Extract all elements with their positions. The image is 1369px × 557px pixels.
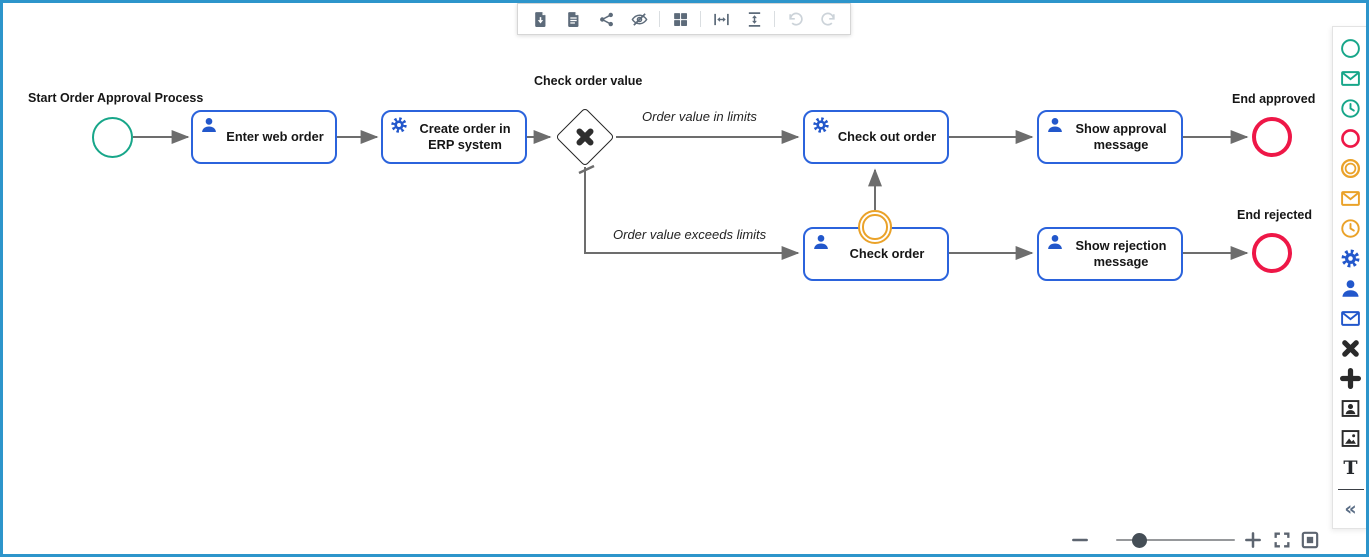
zoom-controls: [1070, 530, 1320, 550]
user-icon: [812, 233, 830, 251]
palette-timer-intermediate-event[interactable]: [1340, 217, 1362, 239]
end-event-rejected[interactable]: [1252, 233, 1292, 273]
flow-label-in-limits[interactable]: Order value in limits: [642, 109, 757, 124]
task-label: Check order: [849, 246, 925, 261]
palette-start-event[interactable]: [1340, 37, 1362, 59]
toolbar-separator: [659, 11, 660, 27]
default-flow-marker: [578, 164, 595, 175]
letter-t-icon: T: [1343, 456, 1358, 479]
gear-icon: [812, 116, 830, 134]
share-icon[interactable]: [593, 7, 619, 31]
fit-height-icon[interactable]: [741, 7, 767, 31]
zoom-out-button[interactable]: [1070, 530, 1090, 550]
zoom-in-button[interactable]: [1243, 530, 1263, 550]
redo-icon[interactable]: [815, 7, 841, 31]
palette-parallel-gateway[interactable]: [1340, 367, 1362, 389]
palette-message-intermediate-event[interactable]: [1340, 187, 1362, 209]
palette-end-event[interactable]: [1340, 127, 1362, 149]
task-label: Check out order: [837, 129, 937, 144]
task-create-order-erp[interactable]: Create order in ERP system: [381, 110, 527, 164]
flow-label-exceeds-limits[interactable]: Order value exceeds limits: [613, 227, 767, 242]
fullscreen-button[interactable]: [1272, 530, 1292, 550]
gateway-x-icon: [574, 126, 596, 148]
start-event[interactable]: [92, 117, 133, 158]
gateway-label[interactable]: Check order value: [534, 74, 643, 88]
boundary-intermediate-event[interactable]: [858, 210, 892, 244]
file-download-icon[interactable]: [527, 7, 553, 31]
chevron-double-left-icon: «: [1344, 497, 1357, 520]
top-toolbar: [517, 3, 851, 35]
grid-icon[interactable]: [667, 7, 693, 31]
palette-service-task[interactable]: [1340, 247, 1362, 269]
task-show-approval-message[interactable]: Show approval message: [1037, 110, 1183, 164]
task-enter-web-order[interactable]: Enter web order: [191, 110, 337, 164]
palette-message-start-event[interactable]: [1340, 67, 1362, 89]
palette-user-image[interactable]: [1340, 397, 1362, 419]
task-label: Show approval message: [1075, 121, 1167, 152]
palette-image[interactable]: [1340, 427, 1362, 449]
fit-to-screen-button[interactable]: [1300, 530, 1320, 550]
zoom-slider[interactable]: [1116, 532, 1235, 548]
end-rejected-label[interactable]: End rejected: [1237, 208, 1313, 222]
element-palette: T «: [1332, 26, 1368, 529]
eye-off-icon[interactable]: [626, 7, 652, 31]
palette-user-task[interactable]: [1340, 277, 1362, 299]
toolbar-separator: [700, 11, 701, 27]
palette-text-annotation[interactable]: T: [1340, 457, 1362, 479]
start-event-label[interactable]: Start Order Approval Process: [28, 91, 204, 105]
palette-intermediate-event[interactable]: [1340, 157, 1362, 179]
toolbar-separator: [774, 11, 775, 27]
task-check-out-order[interactable]: Check out order: [803, 110, 949, 164]
palette-timer-start-event[interactable]: [1340, 97, 1362, 119]
flow-exceeds-limits[interactable]: [584, 167, 800, 260]
task-label: Enter web order: [226, 129, 324, 144]
task-show-rejection-message[interactable]: Show rejection message: [1037, 227, 1183, 281]
fit-width-icon[interactable]: [708, 7, 734, 31]
palette-exclusive-gateway[interactable]: [1340, 337, 1362, 359]
file-text-icon[interactable]: [560, 7, 586, 31]
user-icon: [1046, 233, 1064, 251]
undo-icon[interactable]: [782, 7, 808, 31]
palette-message-task[interactable]: [1340, 307, 1362, 329]
task-label: Show rejection message: [1075, 238, 1167, 269]
boundary-event-inner-ring: [862, 214, 888, 240]
palette-divider: [1337, 489, 1364, 490]
gear-icon: [390, 116, 408, 134]
end-approved-label[interactable]: End approved: [1232, 92, 1316, 106]
task-label: Create order in ERP system: [419, 121, 511, 152]
collapse-palette-button[interactable]: «: [1340, 498, 1362, 520]
end-event-approved[interactable]: [1252, 117, 1292, 157]
zoom-slider-handle[interactable]: [1132, 532, 1147, 548]
user-icon: [200, 116, 218, 134]
user-icon: [1046, 116, 1064, 134]
